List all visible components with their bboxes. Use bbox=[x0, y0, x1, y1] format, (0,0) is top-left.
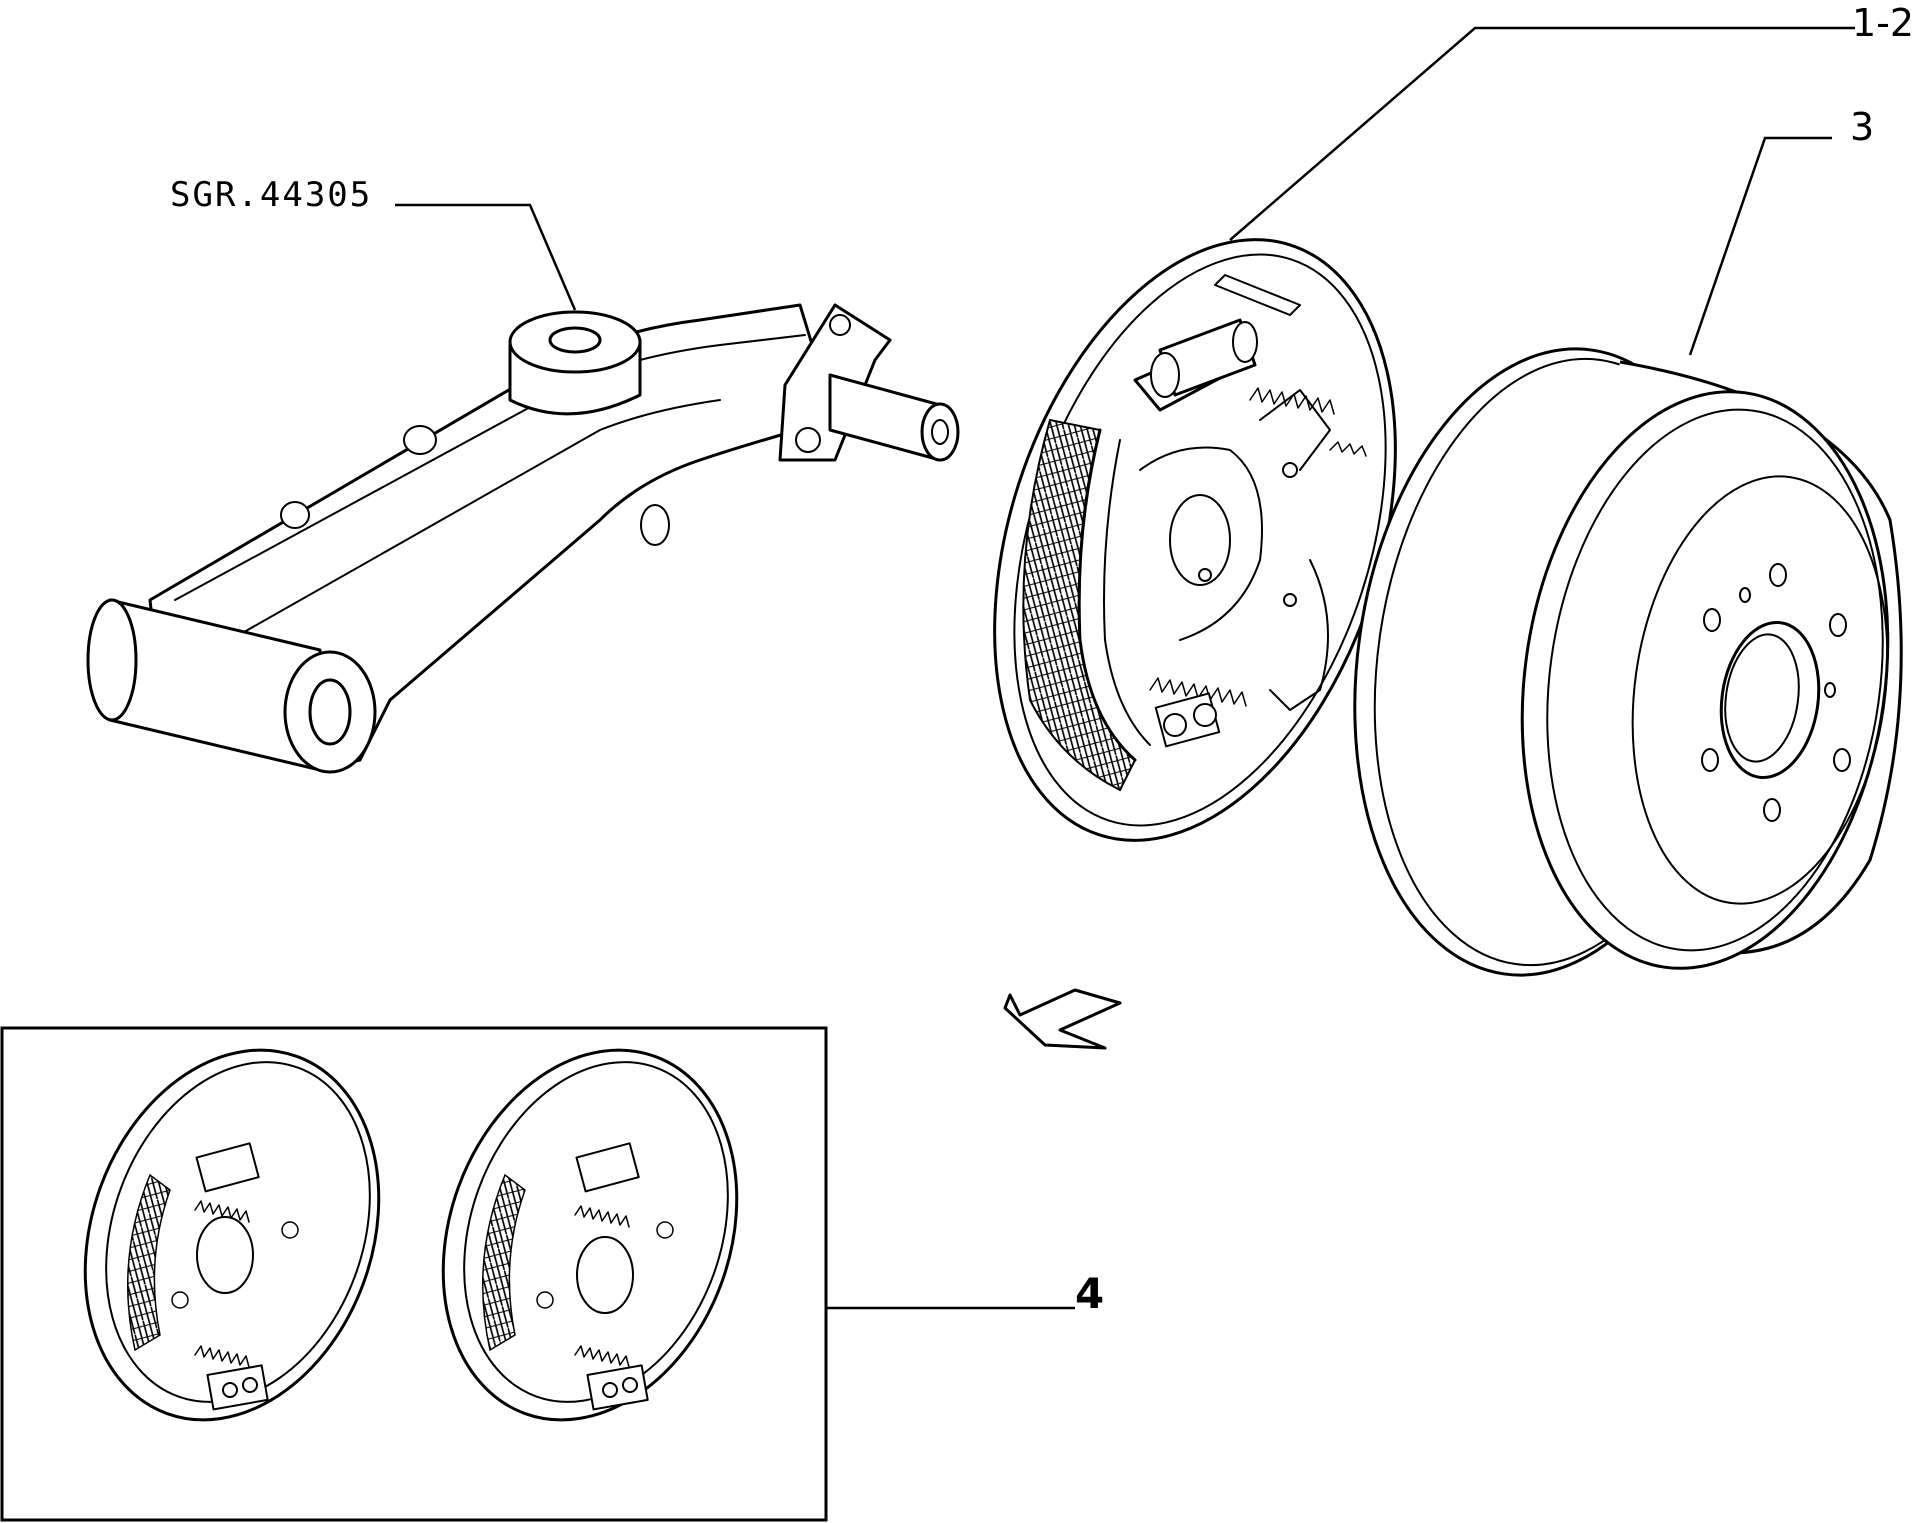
trailing-arm bbox=[86, 303, 960, 774]
arm-tube-end bbox=[86, 598, 138, 722]
callout-arm-ref: SGR.44305 bbox=[170, 175, 372, 215]
callout-1-2: 1-2 bbox=[1852, 1, 1914, 45]
leader-arm bbox=[395, 203, 577, 311]
kit-backplate-right bbox=[441, 1048, 739, 1422]
kit-frame bbox=[0, 1026, 828, 1522]
direction-arrow-icon bbox=[1003, 988, 1122, 1050]
brake-backplate-assembly bbox=[993, 238, 1397, 842]
callout-3: 3 bbox=[1850, 105, 1874, 149]
leader-drum bbox=[1688, 136, 1832, 356]
callout-4: 4 bbox=[1075, 1269, 1104, 1318]
leader-assembly bbox=[1229, 26, 1855, 241]
brake-drum bbox=[1353, 347, 1903, 977]
kit-backplate-left bbox=[83, 1048, 381, 1422]
drum-bolt-holes bbox=[1701, 563, 1851, 822]
